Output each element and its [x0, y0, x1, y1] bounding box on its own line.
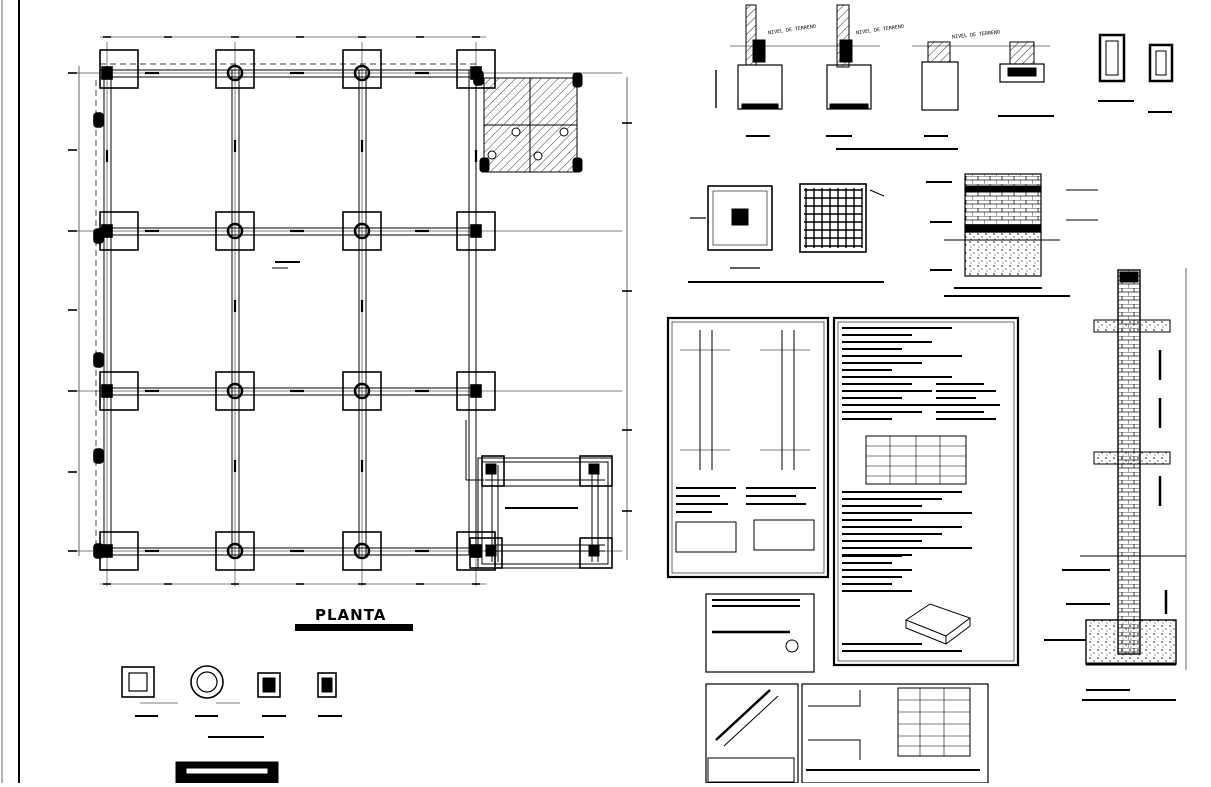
column — [470, 224, 482, 238]
foundation-plan — [68, 36, 632, 586]
footing — [456, 371, 496, 411]
footing — [99, 49, 139, 89]
specifications-box — [832, 316, 1020, 667]
perimeter-column — [93, 112, 104, 128]
column — [226, 382, 244, 400]
footing — [456, 49, 496, 89]
column — [353, 64, 371, 82]
footing-plan-detail — [688, 183, 885, 283]
footing-sections — [715, 4, 1174, 150]
sheet-border — [1, 0, 20, 783]
footing — [215, 49, 255, 89]
tall-wall-detail — [1044, 268, 1187, 701]
plan-title-underline — [295, 624, 413, 631]
footing — [456, 211, 496, 251]
perimeter-column — [93, 448, 104, 464]
column — [353, 382, 371, 400]
column — [226, 542, 244, 560]
column — [470, 544, 482, 558]
column — [470, 384, 482, 398]
footing — [342, 211, 382, 251]
column — [101, 66, 113, 80]
column — [101, 384, 113, 398]
column-sections — [121, 665, 342, 784]
small-detail-boxes — [705, 593, 989, 784]
rebar-detail-box — [666, 316, 830, 579]
footing — [342, 49, 382, 89]
perimeter-column — [93, 352, 104, 368]
column — [226, 64, 244, 82]
column — [226, 222, 244, 240]
footing — [215, 531, 255, 571]
perimeter-column — [93, 228, 104, 244]
footing — [215, 371, 255, 411]
footing — [215, 211, 255, 251]
column — [353, 222, 371, 240]
perimeter-column — [473, 70, 484, 86]
plan-title: PLANTA — [315, 606, 387, 624]
perimeter-column — [93, 543, 104, 559]
wall-section — [926, 173, 1098, 297]
column — [353, 542, 371, 560]
footing — [342, 531, 382, 571]
footing — [342, 371, 382, 411]
footing — [99, 371, 139, 411]
